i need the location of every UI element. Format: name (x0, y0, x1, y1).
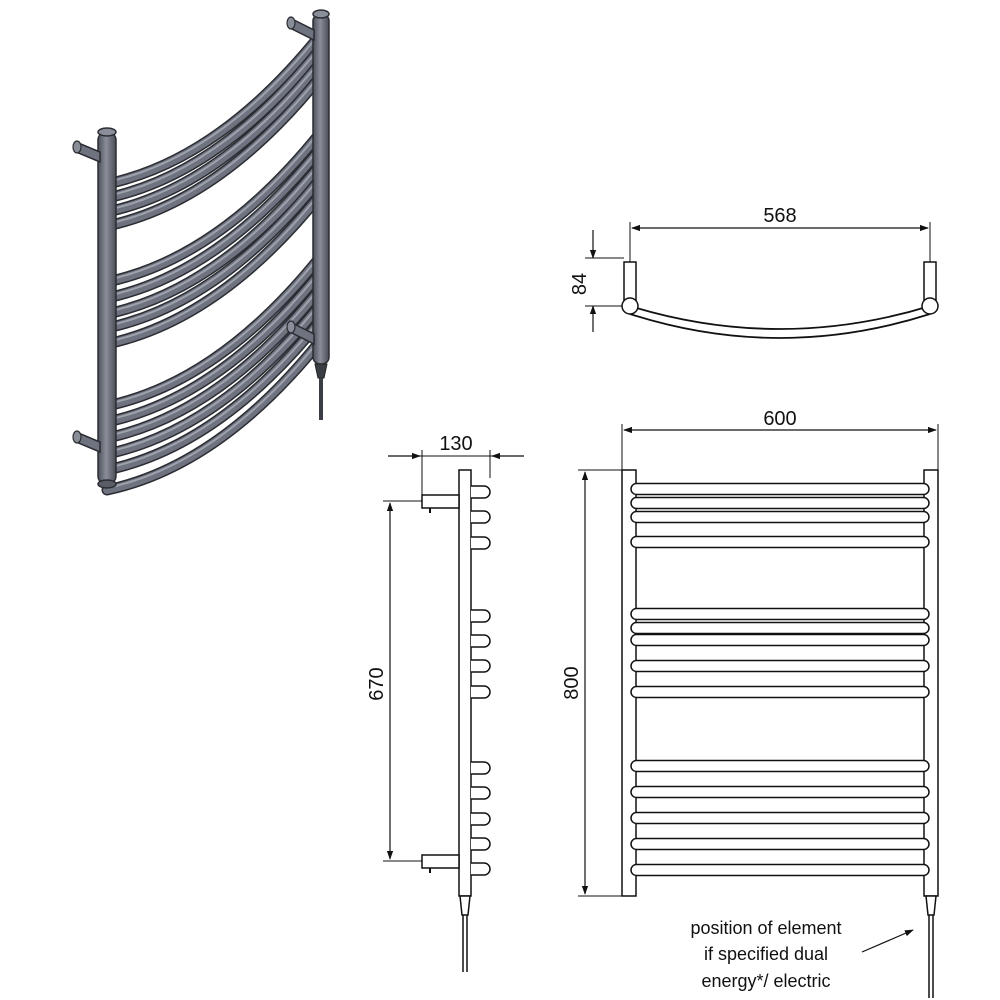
iso-rail (103, 336, 325, 494)
element-note-line-1: position of element (690, 918, 841, 938)
iso-rail-highlight (106, 129, 322, 281)
iso-rail-highlight (106, 317, 322, 469)
side-tube-end (471, 761, 491, 775)
iso-rail-highlight (106, 191, 322, 343)
iso-rail (103, 128, 325, 286)
side-tube-end (471, 485, 491, 499)
iso-rail-highlight (106, 161, 322, 313)
iso-rail (103, 268, 325, 426)
isometric-view (72, 9, 330, 496)
iso-wall-brackets (72, 16, 315, 454)
side-tube-end (471, 685, 491, 699)
side-tube-end (471, 786, 491, 800)
iso-rail (103, 316, 325, 474)
front-rail (630, 659, 930, 673)
iso-rail (103, 160, 325, 318)
side-tube-end (471, 812, 491, 826)
iso-rail-highlight (106, 45, 322, 197)
iso-rail-highlight (106, 253, 322, 405)
iso-rail-highlight (106, 31, 322, 183)
iso-rail (103, 58, 325, 216)
front-rail (630, 759, 930, 773)
front-rail (630, 607, 930, 621)
side-tubes (471, 485, 491, 876)
iso-rail-highlight (106, 73, 322, 225)
iso-right-upright (312, 9, 330, 420)
iso-rail-highlight (106, 337, 322, 489)
front-rails (630, 482, 930, 877)
side-tube-end (471, 634, 491, 648)
top-depth-label: 84 (569, 273, 591, 295)
front-rail (630, 811, 930, 825)
front-rail (630, 482, 930, 496)
front-rail (630, 633, 930, 647)
side-tube-end (471, 837, 491, 851)
front-rail (630, 510, 930, 524)
side-tube-end (471, 536, 491, 550)
side-tube-end (471, 862, 491, 876)
iso-rail (103, 190, 325, 348)
side-tube-end (471, 659, 491, 673)
element-note-line-3: energy*/ electric (701, 971, 830, 991)
front-rail (630, 785, 930, 799)
front-view (578, 424, 939, 998)
front-rail (630, 496, 930, 510)
iso-rail (103, 72, 325, 230)
front-rail (630, 837, 930, 851)
iso-rail (103, 174, 325, 332)
height-label: 800 (561, 666, 583, 699)
top-view (585, 222, 939, 339)
iso-rails (101, 28, 327, 496)
iso-rail (103, 284, 325, 442)
side-view (383, 450, 524, 972)
iso-rail (103, 144, 325, 302)
iso-rail-highlight (106, 269, 322, 421)
front-rail (630, 685, 930, 699)
element-note-line-2: if specified dual (704, 944, 828, 964)
iso-rail-highlight (106, 145, 322, 297)
front-rail (630, 535, 930, 549)
iso-rail (103, 252, 325, 410)
side-tube-end (471, 609, 491, 623)
iso-rail-highlight (106, 285, 322, 437)
front-rail (630, 621, 930, 635)
front-rail (630, 863, 930, 877)
iso-rail (103, 44, 325, 202)
top-width-label: 568 (763, 205, 796, 227)
width-label: 600 (763, 408, 796, 430)
iso-rail-highlight (106, 175, 322, 327)
iso-left-upright (97, 127, 117, 489)
side-tube-end (471, 510, 491, 524)
projection-label: 130 (439, 433, 472, 455)
iso-rail-highlight (106, 59, 322, 211)
centres-label: 670 (366, 667, 388, 700)
iso-rail (103, 30, 325, 188)
